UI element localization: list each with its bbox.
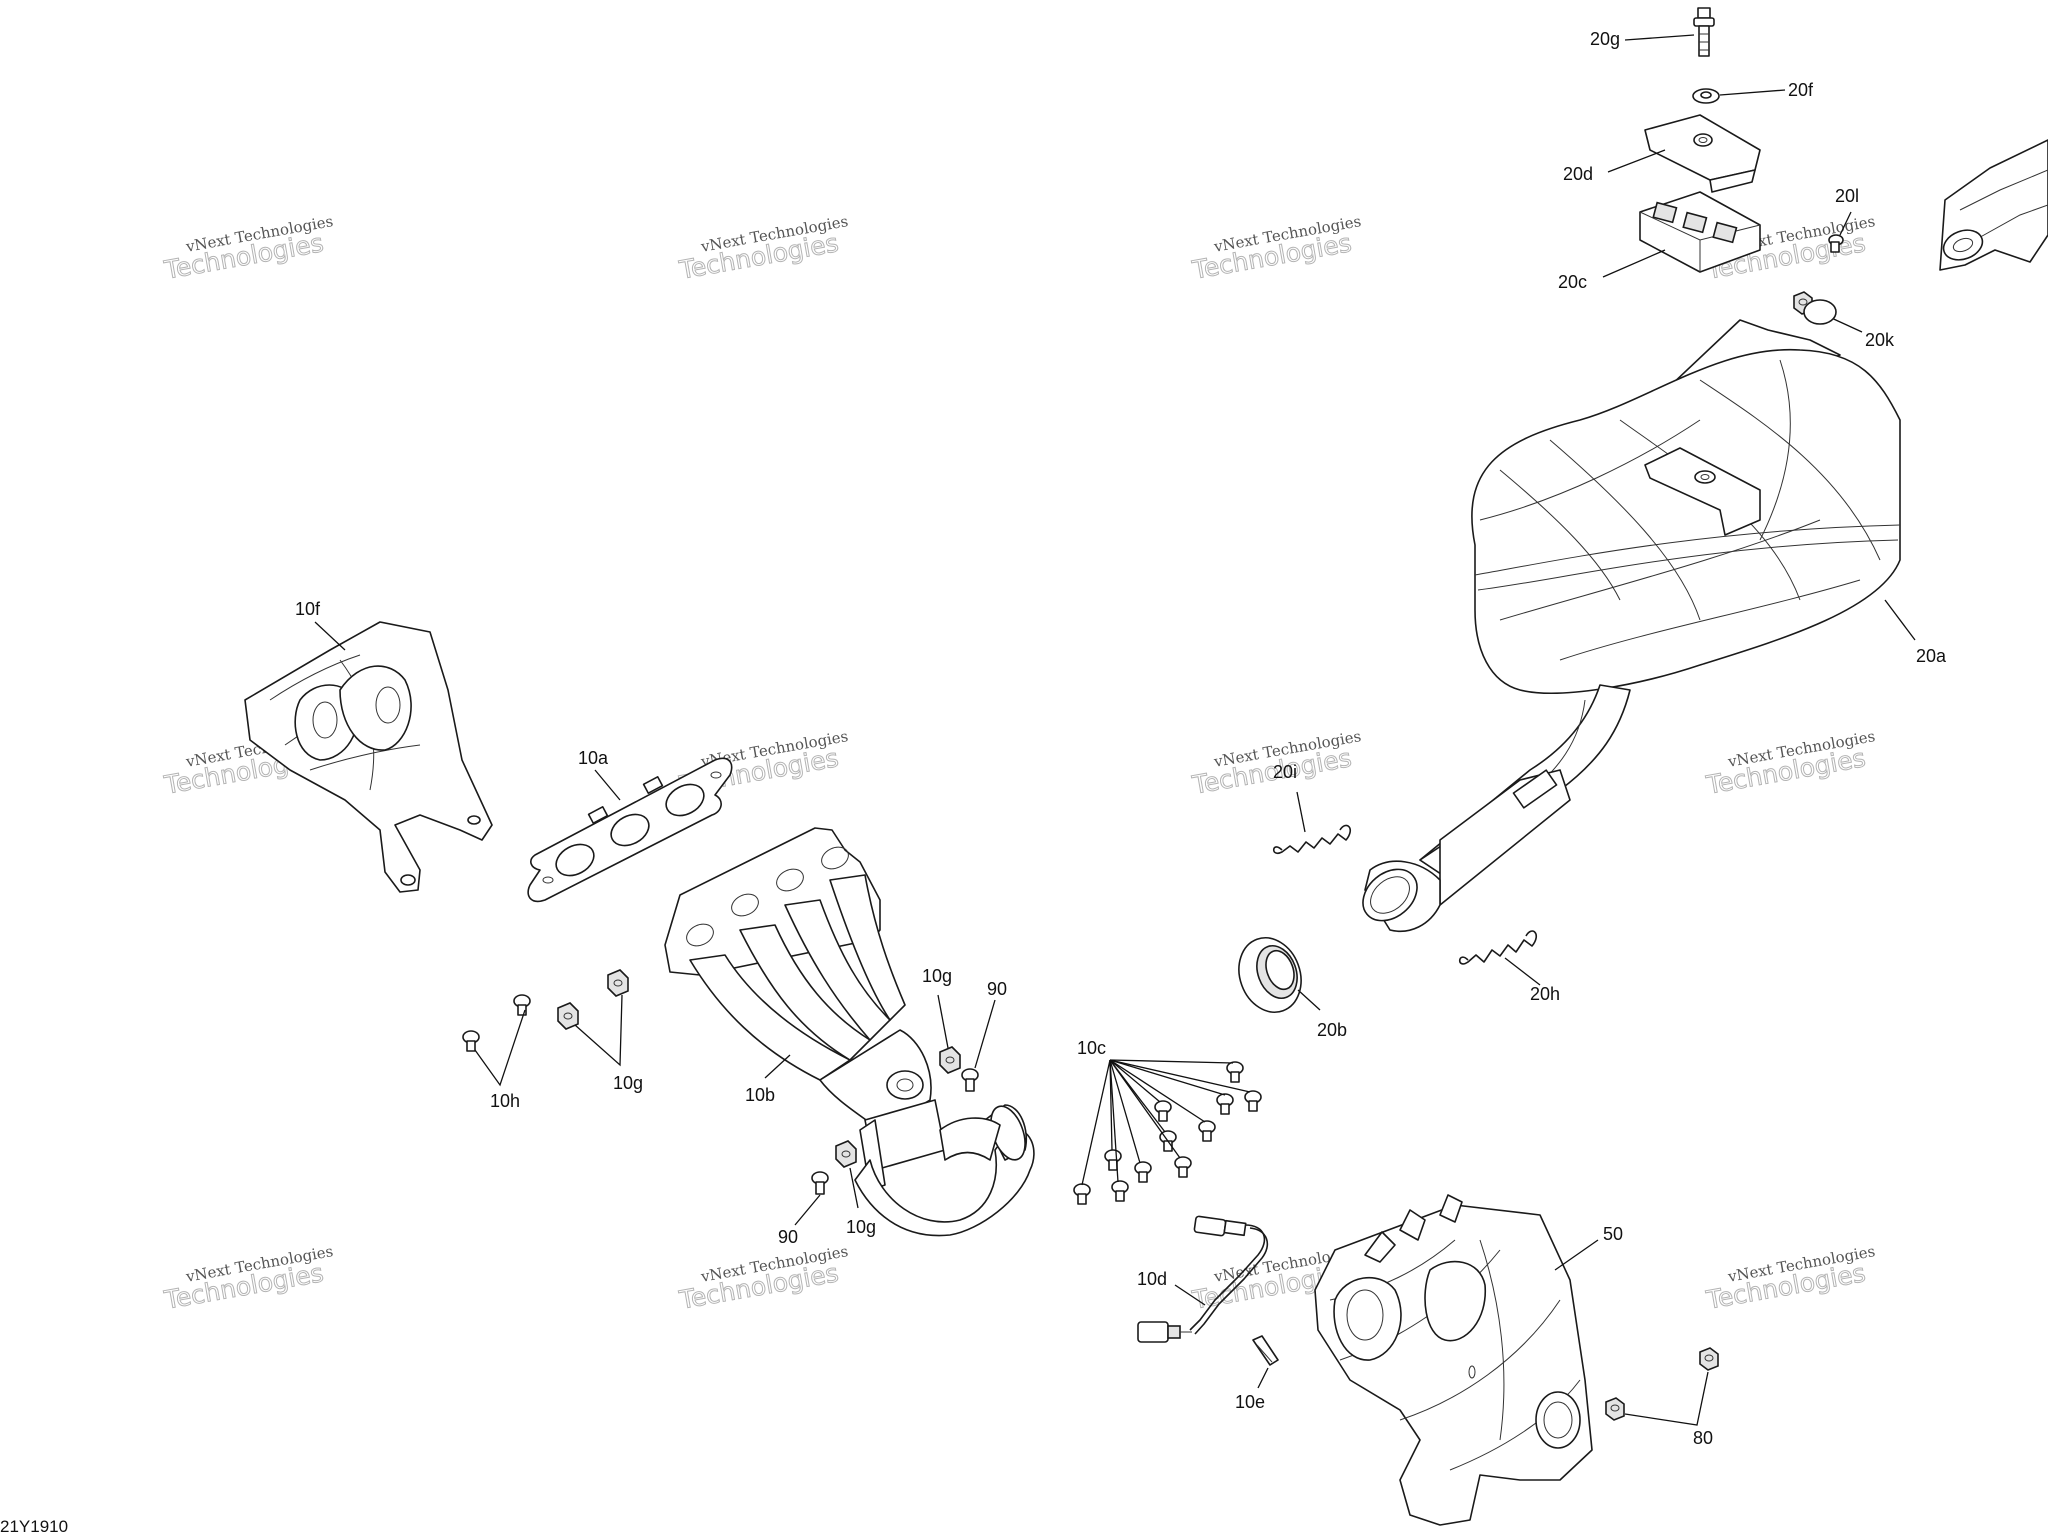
- part-10c-bolt-set: [1073, 1061, 1262, 1205]
- leader-10g-a: [937, 994, 949, 1049]
- part-20d-bracket-plate: [1644, 114, 1761, 193]
- part-90-bolt: [811, 1171, 829, 1195]
- callout-20l: 20l: [1835, 186, 1859, 206]
- part-10c-bolt: [1226, 1061, 1244, 1083]
- leader-20h: [1504, 957, 1541, 986]
- leader-10a: [594, 769, 621, 801]
- part-10c-bolt: [1154, 1100, 1172, 1122]
- part-10c-bolt: [1159, 1130, 1177, 1152]
- part-10g-nut: [557, 1002, 579, 1030]
- callout-20h: 20h: [1530, 984, 1560, 1004]
- watermark: Technologies vNext Technologies: [161, 212, 335, 285]
- callout-10c: 10c: [1077, 1038, 1106, 1058]
- part-80-nut: [1699, 1347, 1719, 1371]
- part-10h-bolt: [513, 994, 531, 1016]
- part-10g-nut: [939, 1046, 961, 1074]
- leader-10e: [1257, 1367, 1269, 1389]
- callout-10b: 10b: [745, 1085, 775, 1105]
- leader-10f: [314, 621, 346, 651]
- leader-20b: [1297, 989, 1321, 1011]
- leader-50: [1554, 1239, 1599, 1271]
- callout-10f: 10f: [295, 599, 321, 619]
- part-10c-bolt: [1073, 1183, 1091, 1205]
- part-10c-bolt: [1104, 1149, 1122, 1171]
- part-20i-spring: [1272, 824, 1351, 855]
- part-10f-heat-shield: [244, 621, 493, 893]
- callout-20c: 20c: [1558, 272, 1587, 292]
- part-10g-nut: [835, 1140, 857, 1168]
- leader-90-b: [794, 1194, 821, 1226]
- leader-90-a: [974, 999, 996, 1069]
- leader-10d: [1174, 1284, 1206, 1306]
- part-10c-bolt: [1244, 1090, 1262, 1112]
- part-20c-rubber-mount: [1639, 191, 1761, 273]
- part-90-bolt: [961, 1068, 979, 1092]
- part-20a-muffler: [1362, 299, 1901, 932]
- leader-10g-c: [849, 1167, 859, 1209]
- callout-20f: 20f: [1788, 80, 1814, 100]
- leader-20d: [1607, 149, 1666, 173]
- callout-20k: 20k: [1865, 330, 1895, 350]
- leader-20c: [1602, 249, 1666, 278]
- part-heat-shield-upper: [1939, 139, 2048, 271]
- part-10a-gasket: [527, 757, 733, 903]
- callout-20b: 20b: [1317, 1020, 1347, 1040]
- leader-20l: [1839, 211, 1852, 236]
- watermark: Technologies vNext Technologies: [1703, 1242, 1877, 1315]
- callout-10g-b: 10g: [613, 1073, 643, 1093]
- callout-10d: 10d: [1137, 1269, 1167, 1289]
- part-10b-exhaust-manifold: [664, 827, 1035, 1237]
- part-10c-bolt: [1198, 1120, 1216, 1142]
- watermark: Technologies vNext Technologies: [676, 212, 850, 285]
- watermark: Technologies vNext Technologies: [676, 1242, 850, 1315]
- leader-80: [1624, 1371, 1709, 1426]
- part-10h-bolt: [462, 1030, 480, 1052]
- part-10d-oxygen-sensor: [1137, 1215, 1269, 1343]
- leader-20a: [1884, 599, 1916, 641]
- callout-10e: 10e: [1235, 1392, 1265, 1412]
- callout-80: 80: [1693, 1428, 1713, 1448]
- leader-10c: [1081, 1059, 1251, 1186]
- callout-20d: 20d: [1563, 164, 1593, 184]
- callout-20i: 20i: [1273, 762, 1297, 782]
- callout-90-a: 90: [987, 979, 1007, 999]
- part-20l-bolt: [1828, 234, 1844, 253]
- part-10g-nut: [607, 969, 629, 997]
- document-code: 21Y1910: [0, 1517, 68, 1536]
- leader-20i: [1296, 791, 1306, 833]
- leader-20f: [1719, 89, 1786, 96]
- part-10c-bolt: [1134, 1161, 1152, 1183]
- part-10c-bolt: [1174, 1156, 1192, 1178]
- leader-20g: [1624, 34, 1695, 41]
- callout-10g-c: 10g: [846, 1217, 876, 1237]
- callout-10a: 10a: [578, 748, 609, 768]
- callout-90-b: 90: [778, 1227, 798, 1247]
- callout-50: 50: [1603, 1224, 1623, 1244]
- part-20h-spring: [1458, 930, 1537, 965]
- callout-10h: 10h: [490, 1091, 520, 1111]
- watermark: Technologies vNext Technologies: [1189, 212, 1363, 285]
- part-80-nut: [1605, 1397, 1625, 1421]
- part-10c-bolt: [1216, 1093, 1234, 1115]
- part-20g-bolt: [1693, 7, 1715, 57]
- part-10c-bolt: [1111, 1180, 1129, 1202]
- leader-10h: [474, 1009, 526, 1087]
- callout-10g-a: 10g: [922, 966, 952, 986]
- part-20f-washer: [1692, 88, 1720, 104]
- part-50-heat-shield: [1314, 1194, 1593, 1526]
- leader-10b: [764, 1054, 791, 1079]
- watermark: Technologies vNext Technologies: [161, 1242, 335, 1315]
- callout-20a: 20a: [1916, 646, 1947, 666]
- callout-20g: 20g: [1590, 29, 1620, 49]
- watermark: Technologies vNext Technologies: [1703, 727, 1877, 800]
- leader-10g-b: [574, 994, 623, 1067]
- part-10e-clip: [1252, 1335, 1279, 1366]
- part-20b-ring-gasket: [1238, 937, 1302, 1013]
